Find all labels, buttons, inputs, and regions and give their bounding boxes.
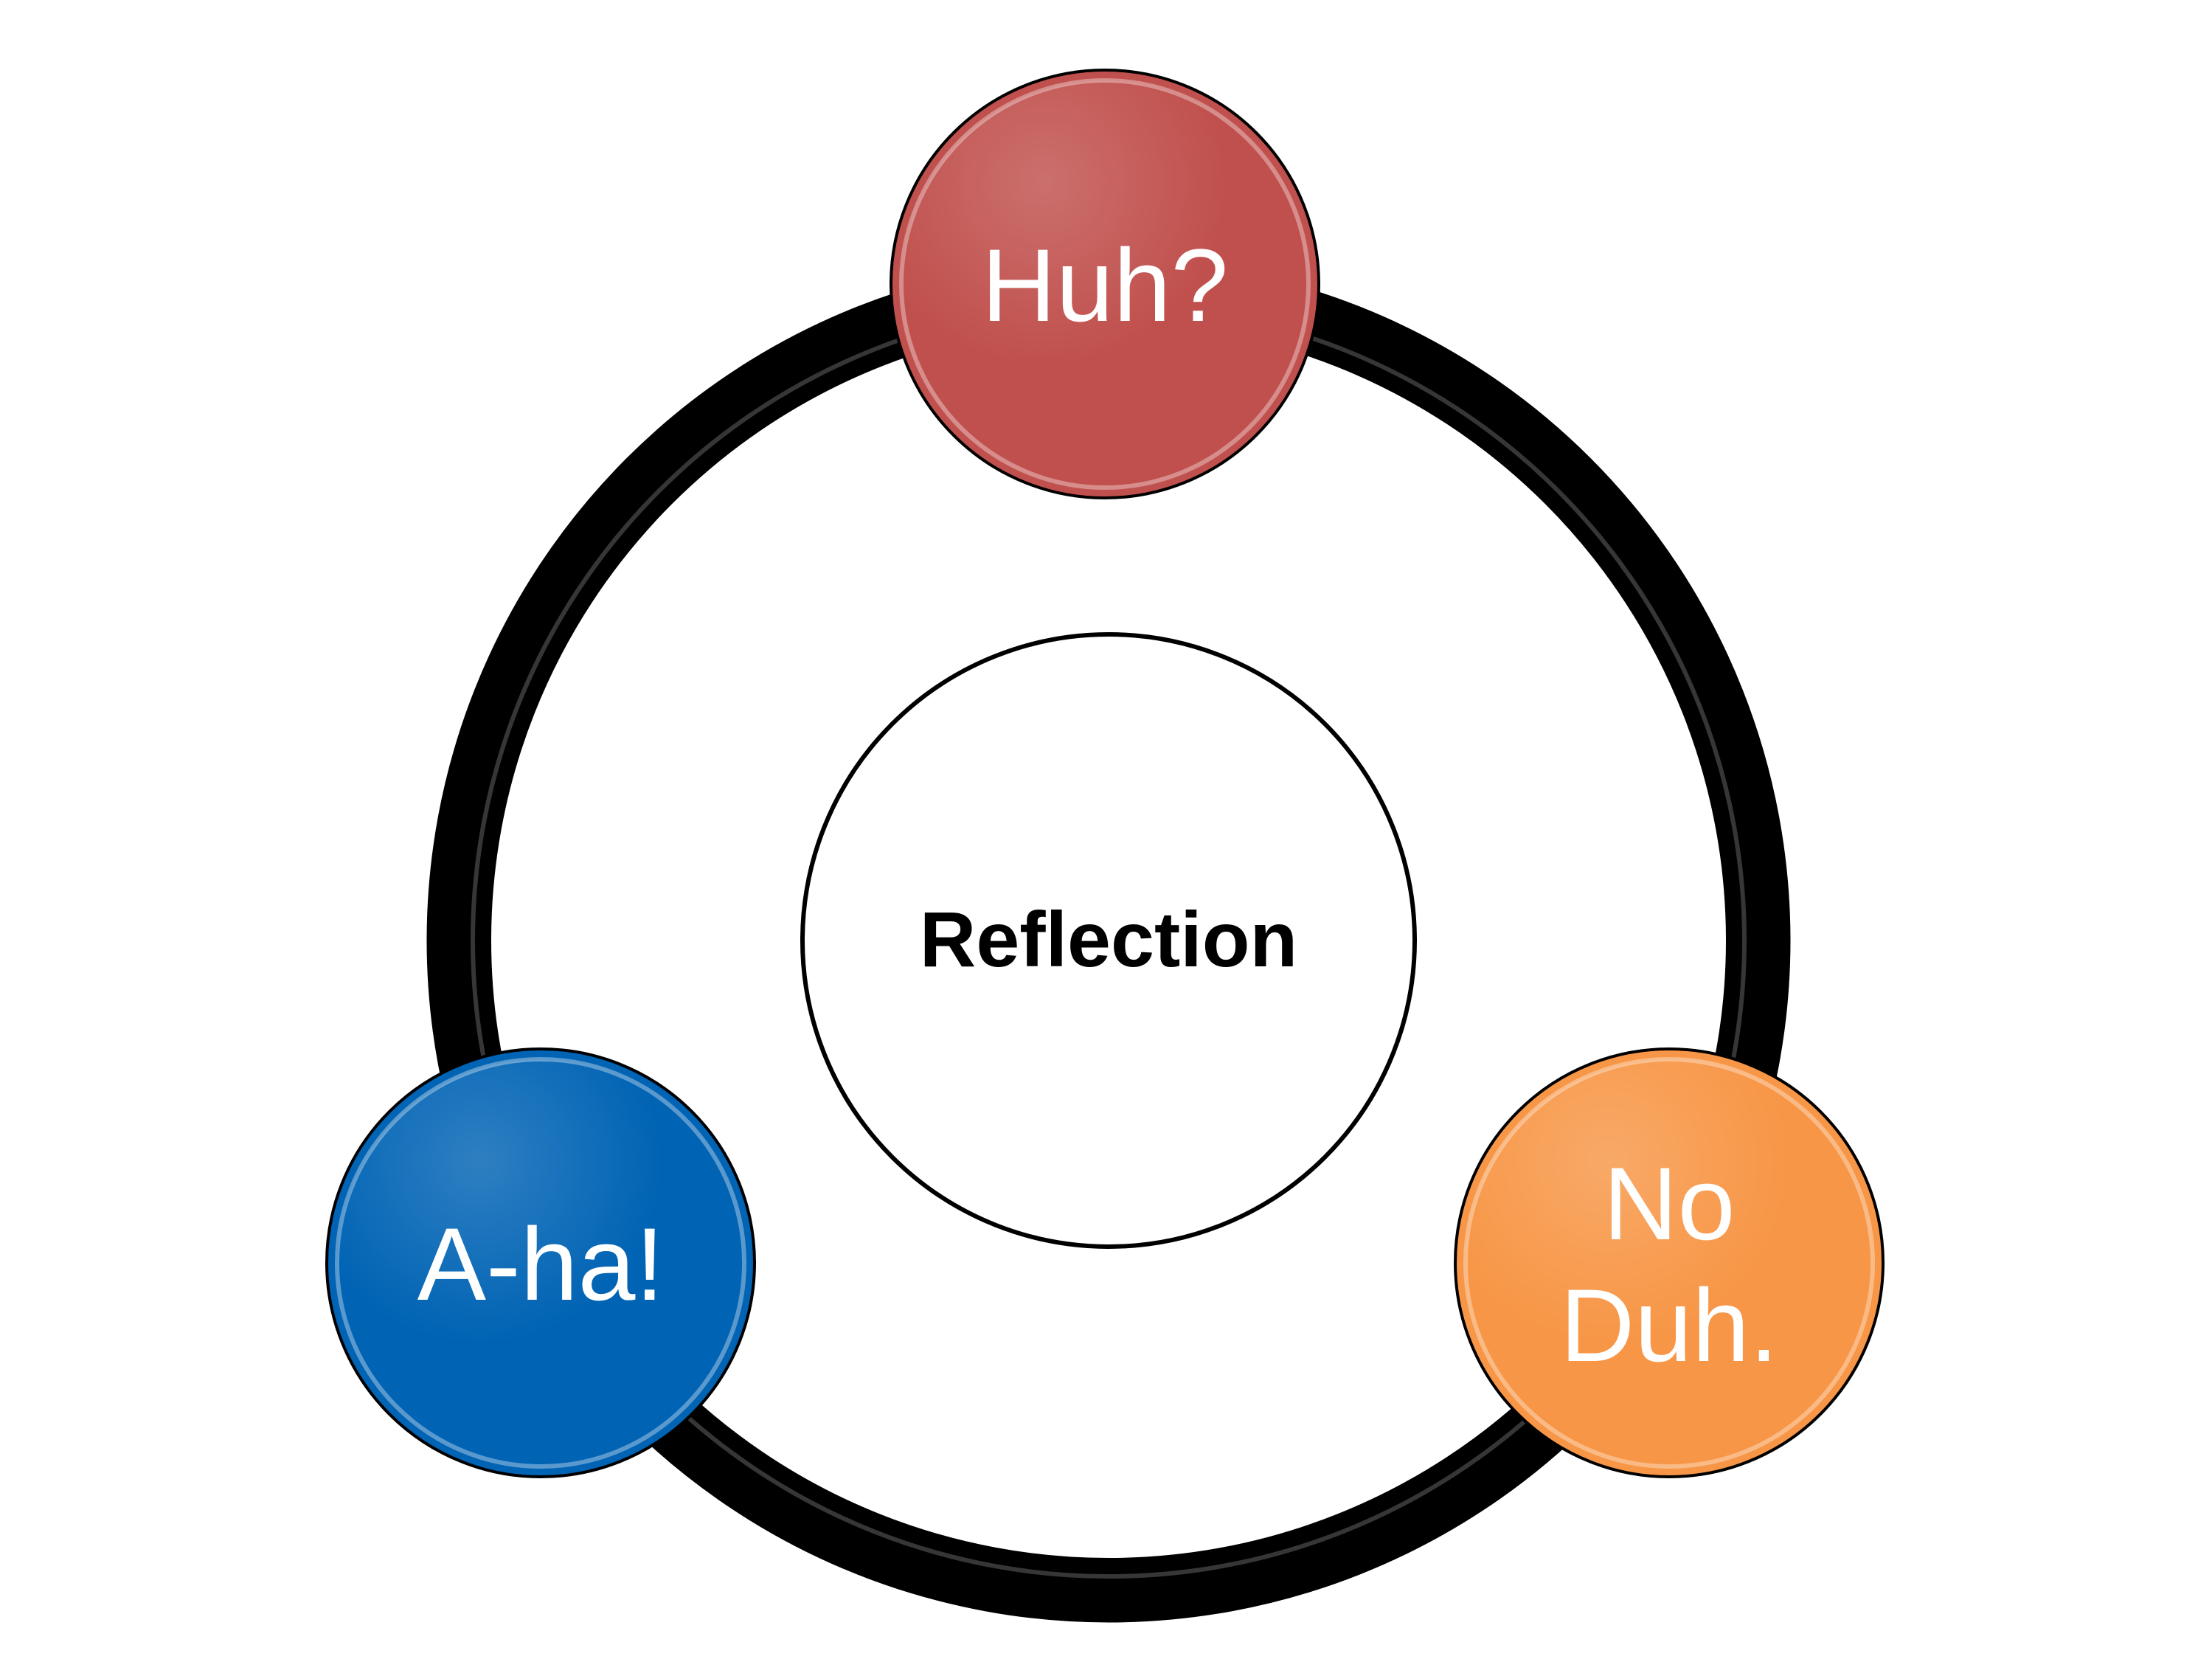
node-no-duh-gloss	[1463, 1057, 1875, 1469]
node-a-ha-gloss	[335, 1057, 746, 1469]
node-huh-gloss	[899, 78, 1311, 490]
center-circle	[800, 632, 1417, 1249]
node-no-duh-label-line1: No	[1603, 1146, 1736, 1261]
node-no-duh: No Duh.	[1454, 1047, 1885, 1478]
center-label: Reflection	[920, 896, 1297, 983]
node-huh: Huh?	[890, 69, 1320, 499]
node-no-duh-label-line2: Duh.	[1560, 1267, 1778, 1383]
node-a-ha: A-ha!	[325, 1047, 756, 1478]
node-a-ha-label: A-ha!	[417, 1206, 665, 1322]
node-huh-label: Huh?	[982, 227, 1229, 343]
